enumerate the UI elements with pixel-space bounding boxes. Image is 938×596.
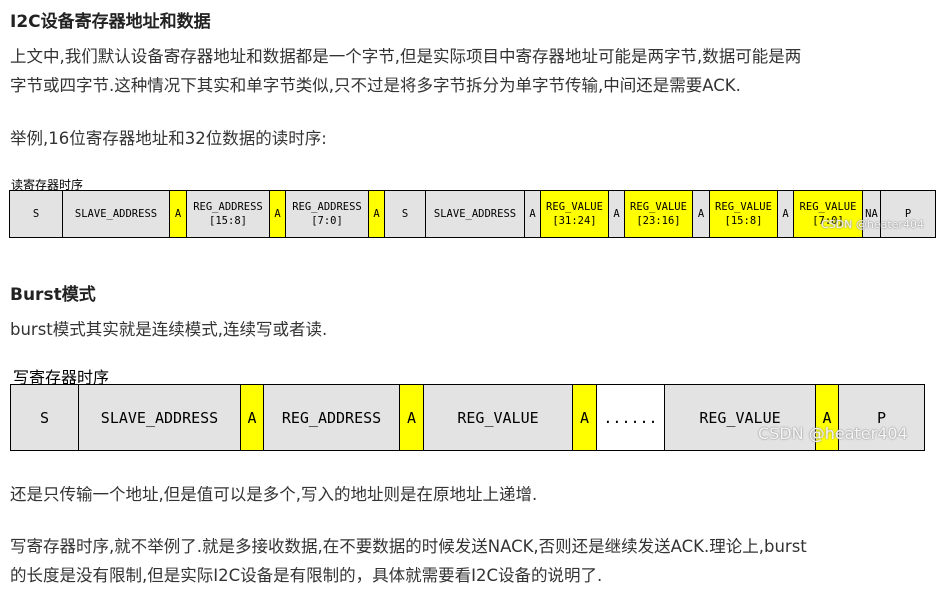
read-cell-label: A (697, 208, 705, 220)
read-cell-label: S (32, 208, 40, 220)
read-cell-label: A (529, 208, 536, 220)
paragraph-burst: burst模式其实就是连续模式,连续写或者读. (10, 320, 328, 339)
read-cell-a: A (692, 190, 710, 238)
read-cell-a: A (368, 190, 385, 238)
read-timing-row: S SLAVE_ADDRESS A REG_ADDRESS [15:8] A REG_ADD… (9, 190, 936, 238)
write-cell-reg-value: REG_VALUE (664, 384, 816, 451)
read-cell-bits: [15:8] (724, 215, 763, 227)
write-cell-slave-address: SLAVE_ADDRESS (78, 384, 241, 451)
paragraph-intro-line2: 字节或四字节.这种情况下其实和单字节类似,只不过是将多字节拆分为单字节传输,中间… (10, 76, 741, 95)
read-cell-bits: [7:0] (311, 215, 343, 227)
read-cell-bits: [31:24] (552, 215, 597, 227)
read-cell-label: A (373, 208, 380, 220)
read-cell-a: A (608, 190, 625, 238)
read-cell-label: REG_VALUE (630, 201, 687, 213)
section-heading-register-data: I2C设备寄存器地址和数据 (10, 12, 211, 32)
paragraph-burst-address: 还是只传输一个地址,但是值可以是多个,写入的地址则是在原地址上递增. (10, 485, 538, 504)
read-cell-a: A (524, 190, 541, 238)
read-diagram-caption: 读寄存器时序 (11, 178, 84, 192)
paragraph-burst-length-line1: 写寄存器时序,就不举例了.就是多接收数据,在不要数据的时候发送NACK,否则还是… (10, 537, 807, 556)
write-diagram-caption: 写寄存器时序 (13, 368, 110, 387)
write-cell-reg-value: REG_VALUE (423, 384, 573, 451)
read-cell-s: S (384, 190, 426, 238)
write-cell-s: S (10, 384, 79, 451)
write-cell-reg-address: REG_ADDRESS (263, 384, 400, 451)
section-heading-burst: Burst模式 (10, 285, 96, 305)
read-cell-p: P (880, 190, 936, 238)
read-cell-slave-address: SLAVE_ADDRESS (62, 190, 170, 238)
write-cell-ellipsis: ...... (596, 384, 665, 451)
read-cell-a: A (169, 190, 187, 238)
paragraph-burst-length-line2: 的长度是没有限制,但是实际I2C设备是有限制的，具体就需要看I2C设备的说明了. (10, 566, 603, 585)
read-timing-diagram: S SLAVE_ADDRESS A REG_ADDRESS [15:8] A REG_ADD… (9, 190, 936, 238)
read-cell-bits: [23:16] (636, 215, 681, 227)
read-cell-label: P (904, 208, 912, 220)
read-cell-label: A (782, 208, 789, 220)
read-cell-reg-value-31-24: REG_VALUE [31:24] (540, 190, 609, 238)
read-cell-slave-address: SLAVE_ADDRESS (425, 190, 525, 238)
read-cell-label: NA (865, 208, 878, 220)
write-cell-a: A (399, 384, 424, 451)
read-cell-label: A (274, 208, 281, 220)
write-cell-a: A (572, 384, 597, 451)
paragraph-burst-length: 写寄存器时序,就不举例了.就是多接收数据,在不要数据的时候发送NACK,否则还是… (10, 532, 807, 590)
read-cell-label: A (174, 208, 182, 220)
read-cell-s: S (9, 190, 63, 238)
read-cell-label: SLAVE_ADDRESS (433, 208, 517, 220)
paragraph-intro: 上文中,我们默认设备寄存器地址和数据都是一个字节,但是实际项目中寄存器地址可能是… (10, 42, 801, 100)
read-cell-label: REG_VALUE (546, 201, 603, 213)
paragraph-example: 举例,16位寄存器地址和32位数据的读时序: (10, 129, 327, 148)
read-cell-a: A (269, 190, 286, 238)
read-cell-label: REG_ADDRESS (292, 201, 362, 213)
write-cell-p: P (838, 384, 925, 451)
read-cell-reg-address-7-0: REG_ADDRESS [7:0] (285, 190, 369, 238)
read-cell-na: NA (862, 190, 881, 238)
read-cell-reg-value-15-8: REG_VALUE [15:8] (709, 190, 778, 238)
read-cell-a: A (777, 190, 794, 238)
read-cell-label: A (613, 208, 620, 220)
write-diagram-watermark: CSDN @heater404 (758, 424, 908, 443)
read-cell-label: S (401, 208, 409, 220)
read-cell-bits: [15:8] (209, 215, 247, 227)
read-cell-bits: [7:0] (812, 215, 844, 227)
read-cell-reg-address-15-8: REG_ADDRESS [15:8] (186, 190, 270, 238)
read-cell-label: SLAVE_ADDRESS (74, 208, 158, 220)
write-cell-a: A (240, 384, 264, 451)
read-cell-reg-value-23-16: REG_VALUE [23:16] (624, 190, 693, 238)
read-cell-label: REG_ADDRESS (193, 201, 263, 213)
read-cell-label: REG_VALUE (715, 201, 772, 213)
read-diagram-watermark: CSDN @heater404 (821, 218, 924, 231)
read-cell-label: REG_VALUE (799, 201, 857, 213)
paragraph-intro-line1: 上文中,我们默认设备寄存器地址和数据都是一个字节,但是实际项目中寄存器地址可能是… (10, 47, 802, 66)
